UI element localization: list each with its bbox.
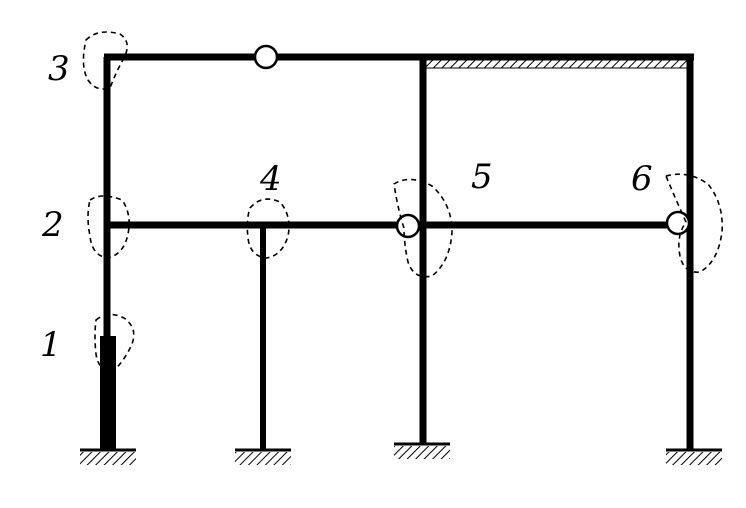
label-3: 3 xyxy=(48,49,70,89)
label-6: 6 xyxy=(631,159,653,199)
region-outline-4 xyxy=(246,198,290,259)
label-4: 4 xyxy=(259,159,282,199)
hinge-middle-beam xyxy=(395,213,421,239)
label-2: 2 xyxy=(41,205,64,245)
beam-top-rigid-segment xyxy=(422,56,694,69)
label-1: 1 xyxy=(40,325,62,365)
support-2 xyxy=(235,448,291,465)
support-4 xyxy=(666,448,722,465)
column-left-stiffened-base xyxy=(100,336,116,450)
hinge-right-joint xyxy=(665,210,691,236)
region-outline-5 xyxy=(393,178,453,278)
region-outline-1 xyxy=(94,313,135,373)
region-outline-2 xyxy=(87,195,130,259)
hinge-top-beam xyxy=(253,44,279,70)
support-1 xyxy=(80,448,136,465)
support-3 xyxy=(394,442,450,459)
label-5: 5 xyxy=(471,157,493,197)
